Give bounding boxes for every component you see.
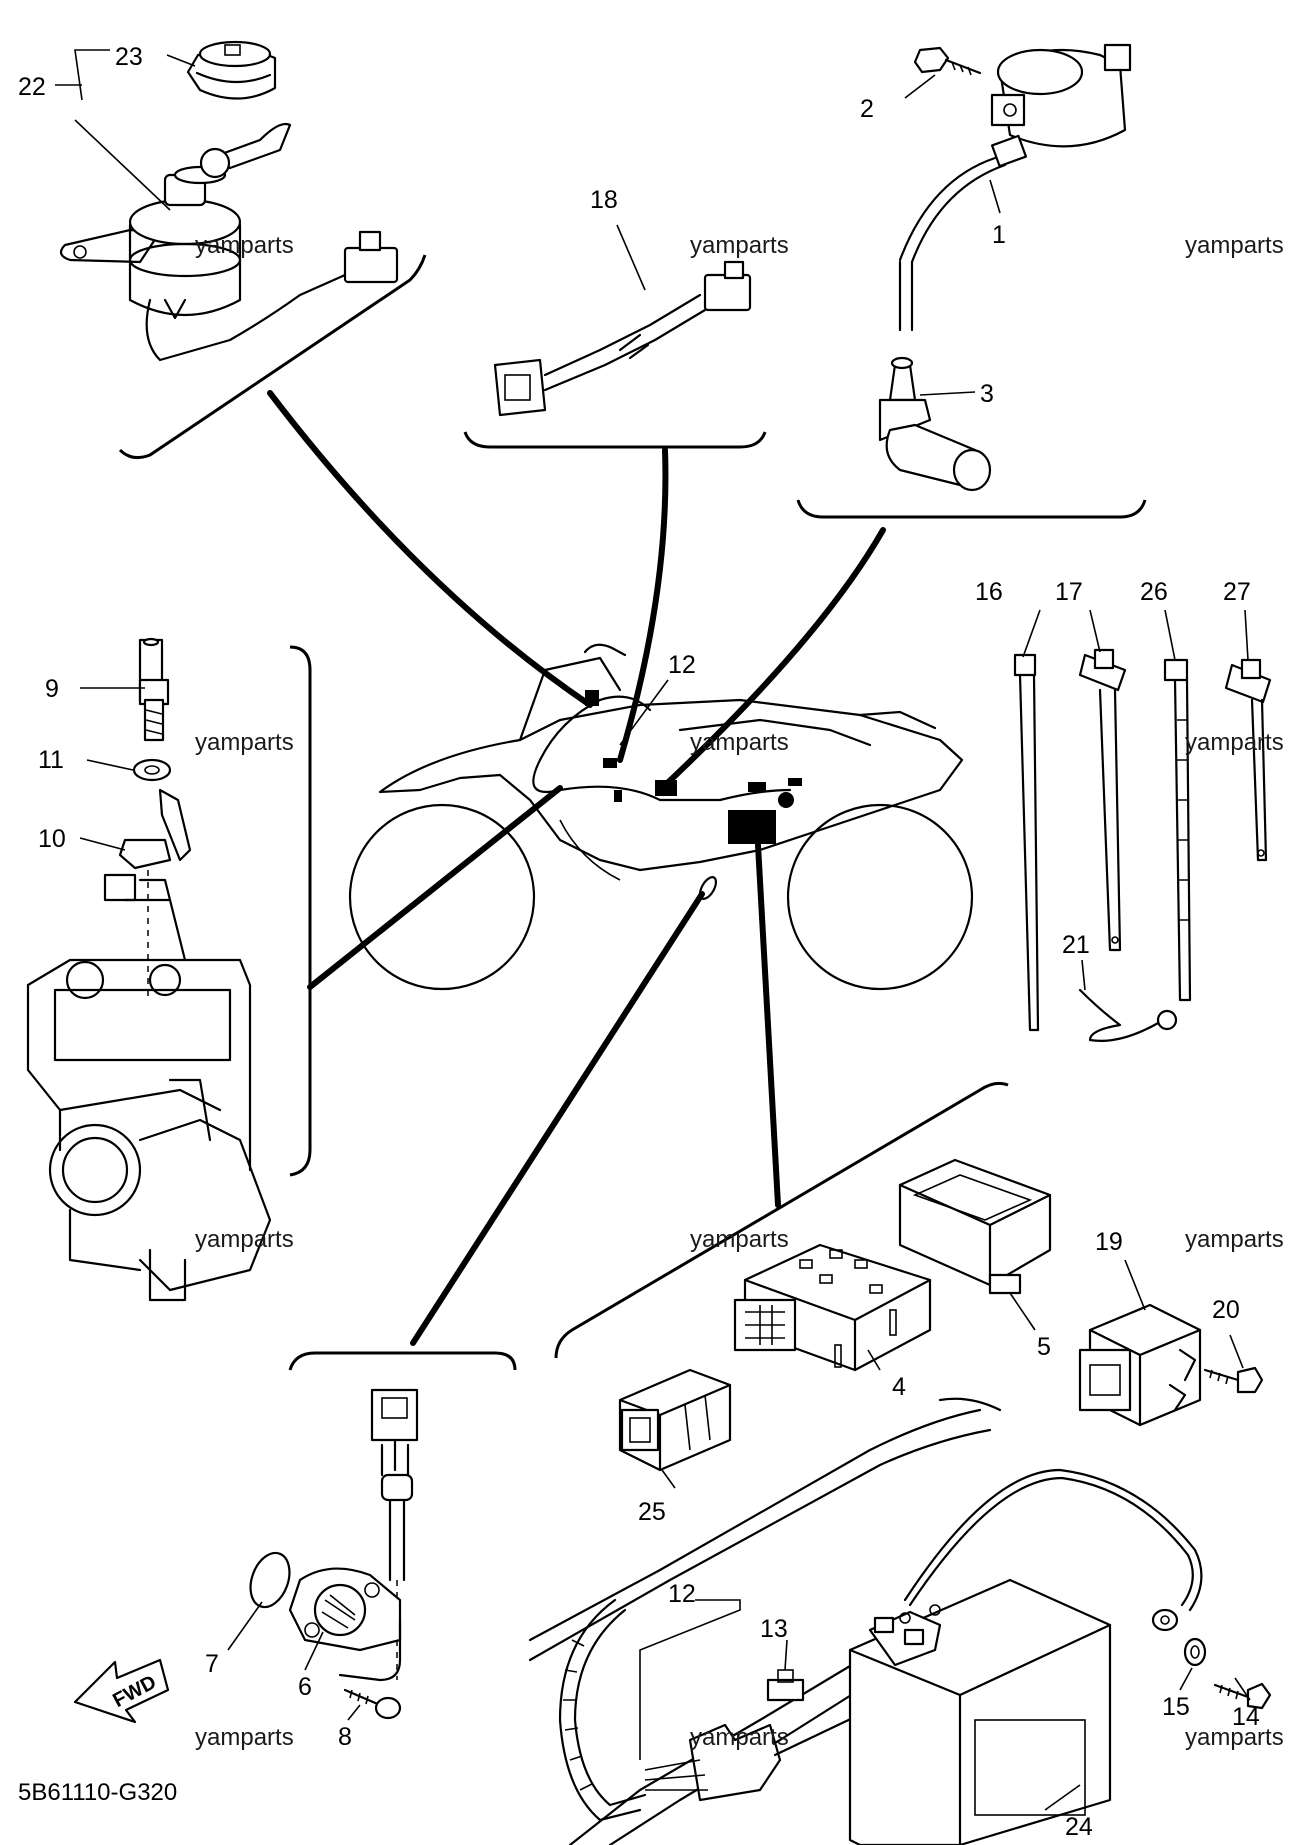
cable-tie-part-27: [1224, 658, 1272, 862]
o-ring-part-7: [249, 1551, 291, 1609]
callout-26: 26: [1140, 578, 1168, 606]
battery-part-24: [848, 1468, 1203, 1845]
watermark: yamparts: [690, 232, 789, 259]
washer-part-11: [132, 758, 172, 782]
wire-harness-part-12: [558, 1598, 882, 1822]
sensor-part-9: [138, 637, 170, 742]
watermark: yamparts: [195, 1724, 294, 1751]
watermark: yamparts: [1185, 232, 1284, 259]
connector-part-25: [618, 1368, 732, 1472]
fwd-arrow-icon: FWD: [73, 1658, 170, 1724]
callout-27: 27: [1223, 578, 1251, 606]
watermark: yamparts: [690, 1724, 789, 1751]
callout-24: 24: [1065, 1813, 1093, 1841]
motorcycle-silhouette: [348, 643, 974, 991]
screw-part-8: [343, 1688, 402, 1720]
callout-25: 25: [638, 1498, 666, 1526]
neutral-switch-part-6: [288, 1567, 402, 1682]
watermark: yamparts: [690, 729, 789, 756]
callout-22: 22: [18, 73, 46, 101]
callout-7: 7: [205, 1650, 219, 1678]
relay-part-19: [1078, 1303, 1202, 1427]
cdi-unit-part-4: [733, 1243, 932, 1372]
callout-9: 9: [45, 675, 59, 703]
callout-19: 19: [1095, 1228, 1123, 1256]
bolt-part-2: [913, 46, 982, 76]
watermark: yamparts: [1185, 729, 1284, 756]
ignition-coil-part-1: [898, 43, 1132, 332]
watermark: yamparts: [1185, 1724, 1284, 1751]
callout-2: 2: [860, 95, 874, 123]
fuse-part-13: [766, 1669, 805, 1702]
callout-12-bottom: 12: [668, 1580, 696, 1608]
callout-10: 10: [38, 825, 66, 853]
callout-15: 15: [1162, 1693, 1190, 1721]
bolt-part-14: [1213, 1682, 1272, 1710]
watermarks: yamparts yamparts yamparts yamparts yamp…: [195, 232, 1284, 1751]
callout-labels: 1 2 3 4 5 6 7 8 9 10 11 12 12 13 14 15 1…: [18, 43, 1260, 1841]
callout-18: 18: [590, 186, 618, 214]
watermark: yamparts: [195, 729, 294, 756]
main-switch-part-22: [59, 122, 399, 362]
cable-tie-part-26: [1163, 658, 1192, 1002]
drawing-code: 5B61110-G320: [18, 1779, 177, 1806]
callout-6: 6: [298, 1673, 312, 1701]
callout-11: 11: [38, 746, 64, 774]
bolt-part-20: [1203, 1366, 1264, 1394]
callout-12-top: 12: [668, 651, 696, 679]
cable-tie-part-17: [1078, 648, 1127, 952]
carburetor-assembly: [26, 870, 272, 1302]
key-cap-part-23: [186, 40, 277, 100]
terminal-part-15: [1151, 1608, 1207, 1667]
thin-leaders: [55, 49, 1251, 1811]
group-brackets: [118, 254, 1147, 1371]
watermark: yamparts: [195, 232, 294, 259]
callout-17: 17: [1055, 578, 1083, 606]
group-leader-lines: [267, 390, 886, 1346]
callout-23: 23: [115, 43, 143, 71]
watermark: yamparts: [195, 1226, 294, 1253]
callout-20: 20: [1212, 1296, 1240, 1324]
cable-tie-part-16: [1013, 653, 1040, 1032]
lead-wire-part-18: [493, 260, 752, 417]
watermark: yamparts: [1185, 1226, 1284, 1253]
plug-cap-part-3: [878, 356, 992, 492]
callout-4: 4: [892, 1373, 906, 1401]
callout-13: 13: [760, 1615, 788, 1643]
cdi-cover-part-5: [898, 1158, 1052, 1295]
callout-14: 14: [1232, 1703, 1260, 1731]
watermark: yamparts: [690, 1226, 789, 1253]
callout-3: 3: [980, 380, 994, 408]
callout-1: 1: [992, 221, 1006, 249]
callout-16: 16: [975, 578, 1003, 606]
callout-8: 8: [338, 1723, 352, 1751]
callout-21: 21: [1062, 931, 1090, 959]
connector-housing: [370, 1388, 419, 1680]
bracket-part-10: [118, 788, 192, 870]
callout-5: 5: [1037, 1333, 1051, 1361]
clamp-part-21: [1078, 988, 1178, 1042]
